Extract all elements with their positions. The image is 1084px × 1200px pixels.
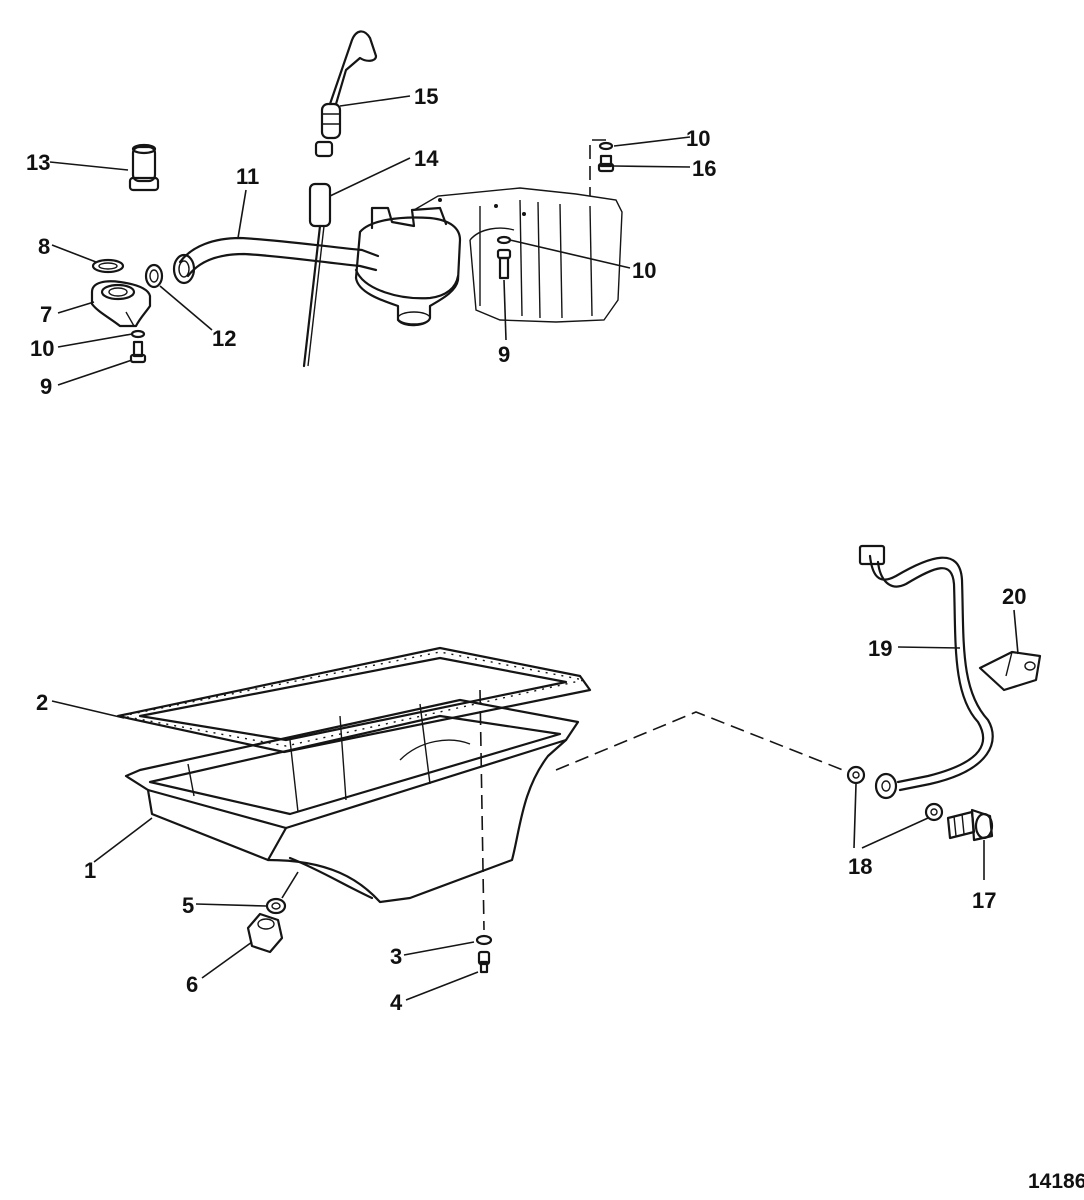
callout-16: 16	[692, 156, 716, 181]
callout-19: 19	[868, 636, 892, 661]
part-2-oil-pan-gasket	[116, 646, 592, 754]
callout-12: 12	[212, 326, 236, 351]
alignment-line-top	[589, 139, 606, 196]
part-9-screw-left	[129, 340, 147, 364]
part-14-dipstick-tube	[302, 140, 334, 368]
callout-9-middle: 9	[498, 342, 510, 367]
callout-9-left: 9	[40, 374, 52, 399]
part-11-pickup-tube	[172, 236, 380, 285]
alignment-line-pan	[479, 689, 485, 931]
part-6-drain-plug	[246, 912, 284, 954]
part-13-breather	[128, 143, 160, 192]
part-4-screw	[477, 950, 491, 974]
callout-7: 7	[40, 302, 52, 327]
callout-8: 8	[38, 234, 50, 259]
callout-15: 15	[414, 84, 438, 109]
callout-18: 18	[848, 854, 872, 879]
engine-block-section	[413, 187, 623, 323]
part-12-o-ring	[144, 263, 164, 289]
callout-10-top: 10	[686, 126, 710, 151]
callout-3: 3	[390, 944, 402, 969]
part-10-washer-top	[598, 141, 614, 151]
part-3-washer	[475, 934, 493, 946]
part-7-adapter	[90, 280, 152, 328]
part-8-seal	[91, 258, 125, 274]
callout-17: 17	[972, 888, 996, 913]
callout-5: 5	[182, 893, 194, 918]
leader-lines	[49, 95, 1019, 1001]
part-19-oil-line	[858, 544, 994, 792]
callout-14: 14	[414, 146, 439, 171]
callout-20: 20	[1002, 584, 1026, 609]
part-10-washer-middle	[496, 235, 512, 245]
figure-number: 14186	[1028, 1170, 1084, 1193]
part-1-oil-pan	[124, 698, 580, 904]
callout-13: 13	[26, 150, 50, 175]
callout-4: 4	[390, 990, 403, 1015]
part-17-bolt	[946, 808, 994, 842]
callout-11: 11	[236, 164, 259, 189]
callout-2: 2	[36, 690, 48, 715]
part-9-screw-middle	[496, 248, 512, 280]
part-15-dipstick	[320, 30, 378, 140]
part-5-drain-gasket	[265, 897, 287, 915]
alignment-line-oil-line	[555, 711, 849, 773]
oil-line-fitting	[874, 772, 898, 800]
callout-10-left: 10	[30, 336, 54, 361]
part-10-washer-left	[130, 329, 146, 339]
part-16-screw	[597, 154, 615, 173]
callout-10-middle: 10	[632, 258, 656, 283]
callout-6: 6	[186, 972, 198, 997]
oil-pump-screen	[354, 206, 462, 327]
part-20-clip	[978, 650, 1042, 692]
part-18-gaskets	[846, 765, 944, 822]
callout-1: 1	[84, 858, 96, 883]
